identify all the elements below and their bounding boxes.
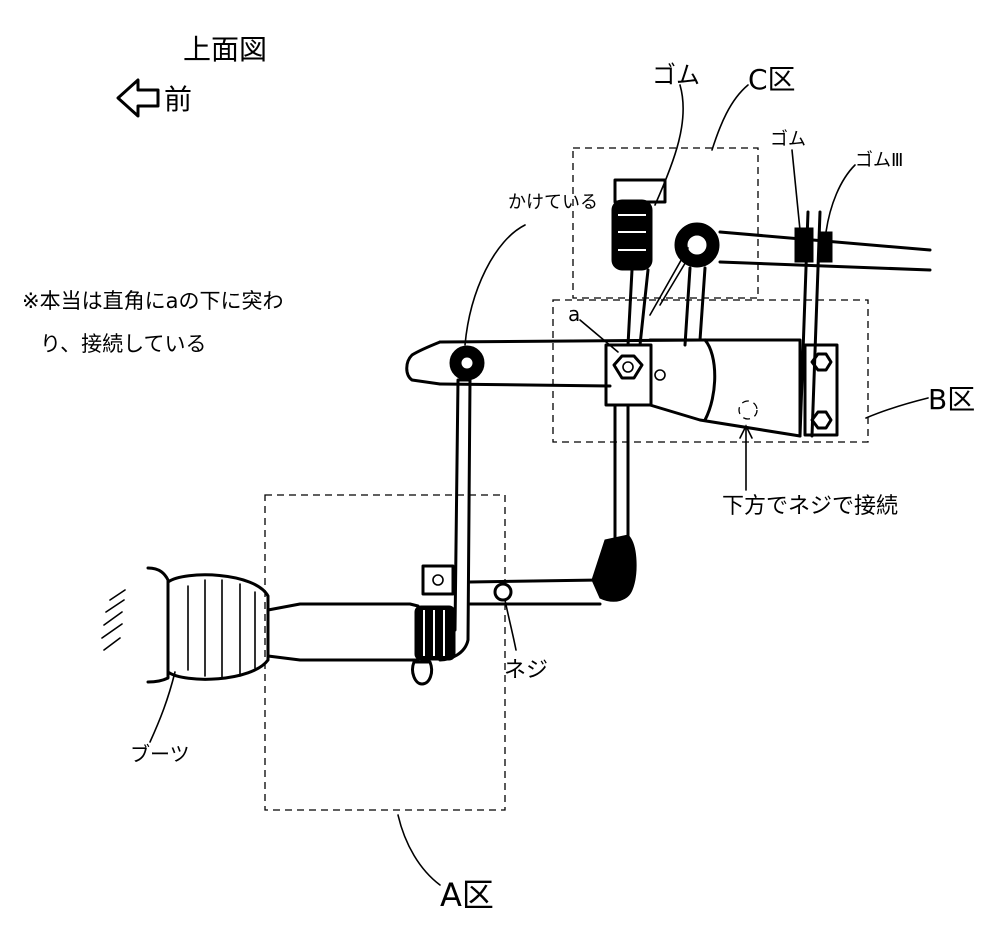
spring-coil-a (414, 605, 456, 661)
leader-a-section (397, 814, 441, 886)
front-arrow-icon (116, 78, 160, 118)
link-rod-horizontal (468, 578, 602, 606)
leader-ring (649, 247, 691, 316)
title-label: 上面図 (183, 33, 268, 66)
b-section-label: B区 (928, 383, 976, 416)
leader-screw-b (739, 424, 753, 491)
note-line-2: り、接続している (40, 332, 207, 356)
leader-neji (504, 599, 517, 651)
spring-coil-c (611, 199, 653, 271)
c-section-label: C区 (748, 63, 796, 96)
boots-label: ブーツ (130, 742, 190, 766)
leader-gomu3 (825, 164, 856, 233)
a-section-label: A区 (440, 876, 494, 914)
screw-head (493, 582, 513, 602)
gomu-label-3: ゴムⅢ (855, 150, 904, 171)
nut-region-a (421, 564, 455, 596)
hex-bolt-bottom-icon (810, 410, 833, 430)
drop-knob-a (411, 660, 434, 686)
bracket-c (613, 178, 667, 204)
leader-gomu1 (654, 84, 684, 206)
front-label: 前 (164, 83, 193, 116)
region-b-box (552, 299, 869, 443)
block-a (604, 343, 653, 407)
screw-mark-b (738, 400, 758, 420)
neji-label: ネジ (504, 658, 549, 683)
leader-kakete (464, 224, 526, 346)
gomu-label-2: ゴム (770, 129, 806, 150)
black-joint (591, 534, 637, 602)
hex-bolt-top-icon (810, 352, 833, 372)
screw-connection-label: 下方でネジで接続 (722, 494, 899, 519)
leader-b (865, 397, 929, 419)
wire-1 (626, 268, 634, 347)
a-point-label: a (568, 302, 581, 326)
hex-nut-a-icon (612, 354, 644, 380)
hatch-marks (101, 589, 126, 651)
tapered-body (648, 338, 802, 438)
region-a-box (264, 494, 506, 811)
leader-c (711, 84, 749, 151)
wire-4 (698, 266, 707, 342)
gomu-label-1: ゴム (652, 61, 700, 89)
leader-gomu2 (791, 149, 801, 231)
boots-bellows (146, 566, 270, 684)
link-rod-vertical (438, 378, 472, 662)
note-line-1: ※本当は直角にaの下に突わ (22, 289, 284, 313)
leader-boots (149, 671, 176, 743)
leader-a (579, 319, 619, 353)
main-shaft (266, 602, 420, 662)
region-c-box (572, 147, 759, 299)
wire-2 (638, 268, 650, 347)
rod-to-b (613, 403, 630, 542)
side-plate (803, 343, 839, 437)
kaketeiru-label: かけている (508, 192, 598, 213)
wire-3 (683, 266, 692, 347)
